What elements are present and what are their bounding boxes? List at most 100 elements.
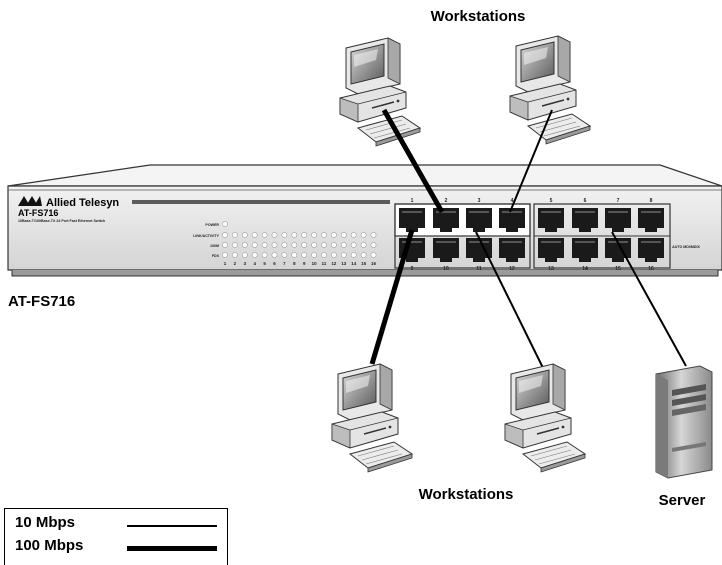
led-number: 2 <box>234 261 237 266</box>
port-number-bottom: 10 <box>443 266 449 272</box>
led-indicator <box>360 242 367 248</box>
switch-description: 10Base-T/100Base-TX 24 Port Fast Etherne… <box>18 219 105 223</box>
led-indicator <box>311 242 317 248</box>
led-indicator <box>360 252 367 258</box>
legend: 10 Mbps 100 Mbps <box>4 508 228 565</box>
port-number-bottom: 9 <box>411 266 414 272</box>
led-indicator <box>241 242 248 248</box>
led-number: 8 <box>293 261 296 266</box>
cable-10-top-right <box>509 109 553 213</box>
rj45-port <box>466 208 492 232</box>
led-number: 4 <box>253 261 256 266</box>
server-tower <box>655 365 713 479</box>
legend-label-10mbps: 10 Mbps <box>15 514 76 531</box>
led-number: 15 <box>361 261 366 266</box>
rj45-port <box>433 208 459 232</box>
led-indicator <box>301 242 308 248</box>
cable-100-bottom-left <box>369 229 415 365</box>
led-number: 9 <box>303 261 306 266</box>
led-indicator <box>271 232 278 238</box>
port-highlight <box>436 211 456 213</box>
port-highlight <box>641 211 661 213</box>
led-indicator <box>222 252 228 258</box>
led-label-link-activity: LINK/ACTIVITY <box>193 234 219 238</box>
led-indicator <box>231 242 238 248</box>
led-indicator <box>301 252 308 258</box>
led-indicator <box>261 252 268 258</box>
cable-100-top-left <box>381 108 445 214</box>
led-indicator <box>241 252 248 258</box>
led-indicator <box>291 252 298 258</box>
workstation-top-left <box>339 37 421 147</box>
led-number: 1 <box>224 261 227 266</box>
port-number-top: 4 <box>511 198 514 204</box>
port-number-top: 8 <box>650 198 653 204</box>
port-highlight <box>575 211 595 213</box>
port-highlight <box>502 241 522 243</box>
led-indicator <box>370 242 377 248</box>
led-label-100m: 100M <box>210 244 219 248</box>
led-indicator <box>340 232 347 238</box>
port-number-bottom: 16 <box>648 266 654 272</box>
port-block-right <box>533 203 671 269</box>
port-highlight <box>502 211 522 213</box>
led-indicator <box>231 252 238 258</box>
led-indicator <box>350 252 357 258</box>
port-highlight <box>641 241 661 243</box>
led-indicator <box>370 232 377 238</box>
led-indicator <box>330 252 337 258</box>
led-indicator <box>271 252 278 258</box>
port-highlight <box>541 241 561 243</box>
led-number: 16 <box>371 261 376 266</box>
led-label-power: POWER <box>205 223 219 227</box>
port-number-top: 3 <box>478 198 481 204</box>
led-indicator <box>340 252 347 258</box>
port-number-top: 5 <box>550 198 553 204</box>
legend-line-thick <box>127 546 217 551</box>
switch-model-name: AT-FS716 <box>18 208 58 218</box>
led-number: 12 <box>331 261 336 266</box>
led-indicator <box>330 242 337 248</box>
legend-label-100mbps: 100 Mbps <box>15 537 84 554</box>
port-highlight <box>436 241 456 243</box>
rj45-port <box>605 208 631 232</box>
rj45-port <box>499 238 525 262</box>
port-number-top: 1 <box>411 198 414 204</box>
port-number-bottom: 11 <box>476 266 482 272</box>
rj45-port <box>433 238 459 262</box>
port-number-top: 2 <box>445 198 448 204</box>
workstation-bottom-left <box>331 363 413 473</box>
allied-telesyn-logo <box>18 196 42 206</box>
led-indicator <box>311 232 317 238</box>
led-indicator <box>321 242 327 248</box>
port-number-bottom: 13 <box>548 266 554 272</box>
led-indicator <box>311 252 317 258</box>
rj45-port <box>538 238 564 262</box>
power-led <box>222 221 228 227</box>
led-indicator <box>281 242 288 248</box>
legend-line-thin <box>127 525 217 527</box>
port-highlight <box>608 211 628 213</box>
led-indicator <box>251 252 258 258</box>
led-indicator <box>350 242 357 248</box>
led-number: 7 <box>283 261 286 266</box>
rj45-port <box>399 208 425 232</box>
led-label-fdx: FDX <box>212 254 220 258</box>
port-number-bottom: 14 <box>582 266 588 272</box>
led-indicator <box>261 242 268 248</box>
rj45-port <box>572 238 598 262</box>
port-number-top: 7 <box>617 198 620 204</box>
port-highlight <box>541 211 561 213</box>
led-indicator <box>251 242 258 248</box>
server-label: Server <box>659 492 706 509</box>
rj45-port <box>499 208 525 232</box>
port-number-bottom: 12 <box>509 266 515 272</box>
bottom-workstations-label: Workstations <box>419 486 514 503</box>
led-indicator <box>222 242 228 248</box>
workstation-top-right <box>509 35 591 145</box>
led-indicator <box>291 232 298 238</box>
top-workstations-label: Workstations <box>431 8 526 25</box>
rj45-port <box>538 208 564 232</box>
